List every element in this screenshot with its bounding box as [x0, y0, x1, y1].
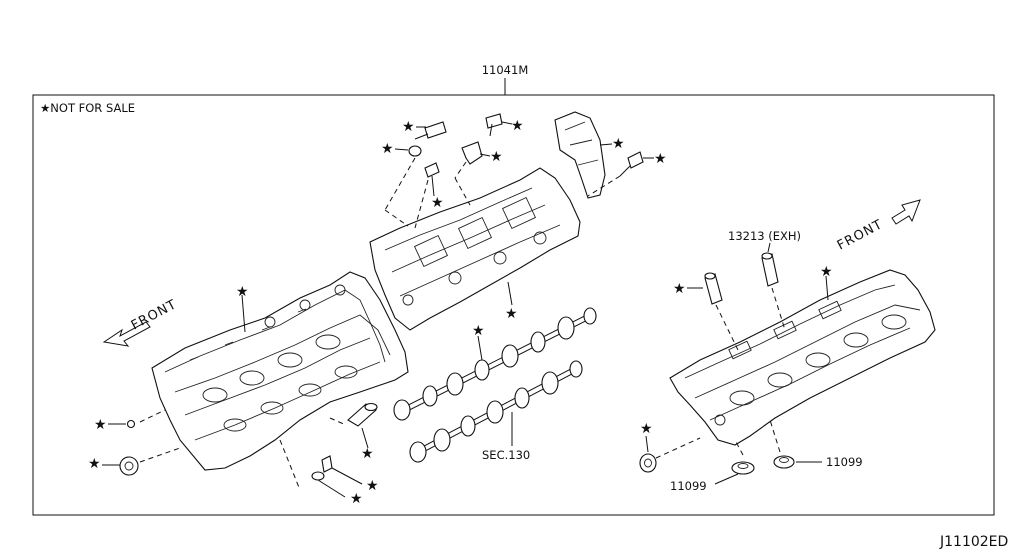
section-reference: SEC.130 — [482, 448, 530, 462]
front-arrow-icon — [891, 199, 921, 225]
guide-pin-left — [704, 272, 723, 305]
clip-part — [461, 141, 483, 165]
legend-not-for-sale: ★NOT FOR SALE — [40, 101, 135, 115]
left-cylinder-head — [151, 271, 409, 471]
bushing-11099-left — [731, 461, 755, 475]
star-right-head: ★ — [820, 264, 833, 280]
seal-ring-right — [639, 453, 657, 473]
bolt-top-right — [485, 113, 503, 137]
camshaft-lower — [409, 360, 583, 463]
star-seal-right: ★ — [640, 421, 653, 437]
seal-ring-left — [119, 456, 139, 476]
figure-code: J11102ED — [939, 534, 1008, 550]
star-bolt-2: ★ — [431, 195, 444, 211]
star-stud: ★ — [366, 478, 379, 494]
bushing-11099-right — [773, 455, 795, 469]
star-bolt-cover: ★ — [654, 151, 667, 167]
star-bolt-1: ★ — [402, 119, 415, 135]
star-clip: ★ — [490, 149, 503, 165]
front-label-left: FRONT — [129, 297, 180, 333]
star-left-head: ★ — [236, 284, 249, 300]
star-bracket: ★ — [505, 306, 518, 322]
bolt-top-left — [414, 121, 447, 140]
star-guide-pin: ★ — [673, 281, 686, 297]
bolt-cover — [619, 151, 644, 177]
cover-plate — [554, 111, 606, 199]
star-seal-left: ★ — [88, 456, 101, 472]
star-cover: ★ — [612, 136, 625, 152]
part-11099-left: 11099 — [670, 479, 707, 493]
diagram-frame — [32, 94, 995, 516]
camshaft-bracket — [369, 167, 581, 331]
star-washer: ★ — [350, 491, 363, 507]
right-cylinder-head — [669, 269, 936, 446]
star-tube: ★ — [361, 446, 374, 462]
washer-top — [408, 145, 422, 157]
part-13213-exh: 13213 (EXH) — [728, 229, 801, 243]
star-camshaft: ★ — [472, 323, 485, 339]
header-part-number: 11041M — [482, 63, 529, 77]
part-11099-right: 11099 — [826, 455, 863, 469]
exhaust-pin — [761, 252, 779, 287]
star-bolt-3: ★ — [511, 118, 524, 134]
front-arrow-icon — [102, 321, 151, 347]
front-label-right: FRONT — [835, 217, 886, 253]
washer-bottom — [311, 471, 325, 481]
plug-part — [126, 419, 136, 429]
bolt-mid — [424, 162, 440, 197]
star-plug: ★ — [94, 417, 107, 433]
star-washer-top: ★ — [381, 141, 394, 157]
